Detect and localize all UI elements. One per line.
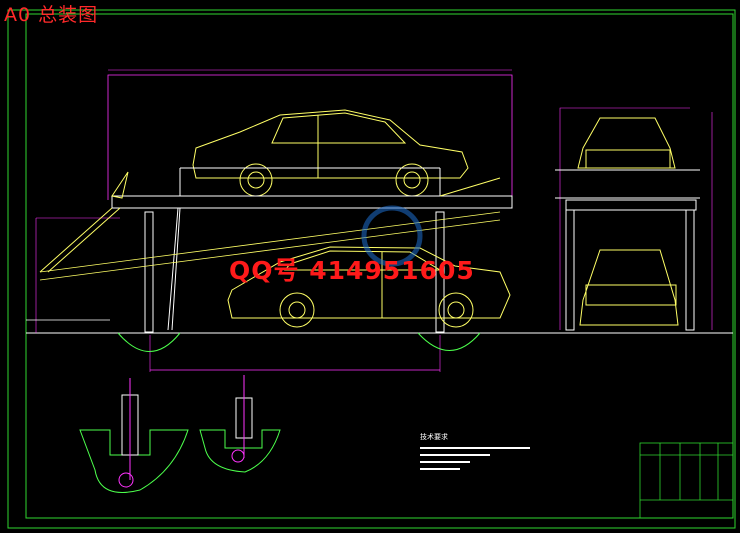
anchor-detail-a — [79, 378, 189, 493]
notes-block — [420, 447, 530, 470]
watermark-text: QQ号 414951605 — [229, 256, 475, 285]
notes-heading: 技术要求 — [420, 433, 448, 441]
sheet-title: A0 总装图 — [4, 4, 99, 26]
front-elevation — [26, 69, 733, 372]
foundation-pits — [117, 332, 481, 352]
title-block — [639, 442, 734, 519]
outer-frame — [7, 9, 736, 529]
upper-car — [192, 109, 469, 197]
side-elevation — [555, 107, 713, 331]
overall-dimension — [107, 74, 513, 200]
watermark-logo — [361, 205, 423, 267]
anchor-detail-b — [199, 375, 281, 473]
inner-frame — [25, 13, 734, 519]
lower-car — [227, 246, 511, 328]
upper-platform — [39, 167, 513, 273]
lift-posts — [144, 207, 445, 333]
ramp — [26, 211, 501, 321]
